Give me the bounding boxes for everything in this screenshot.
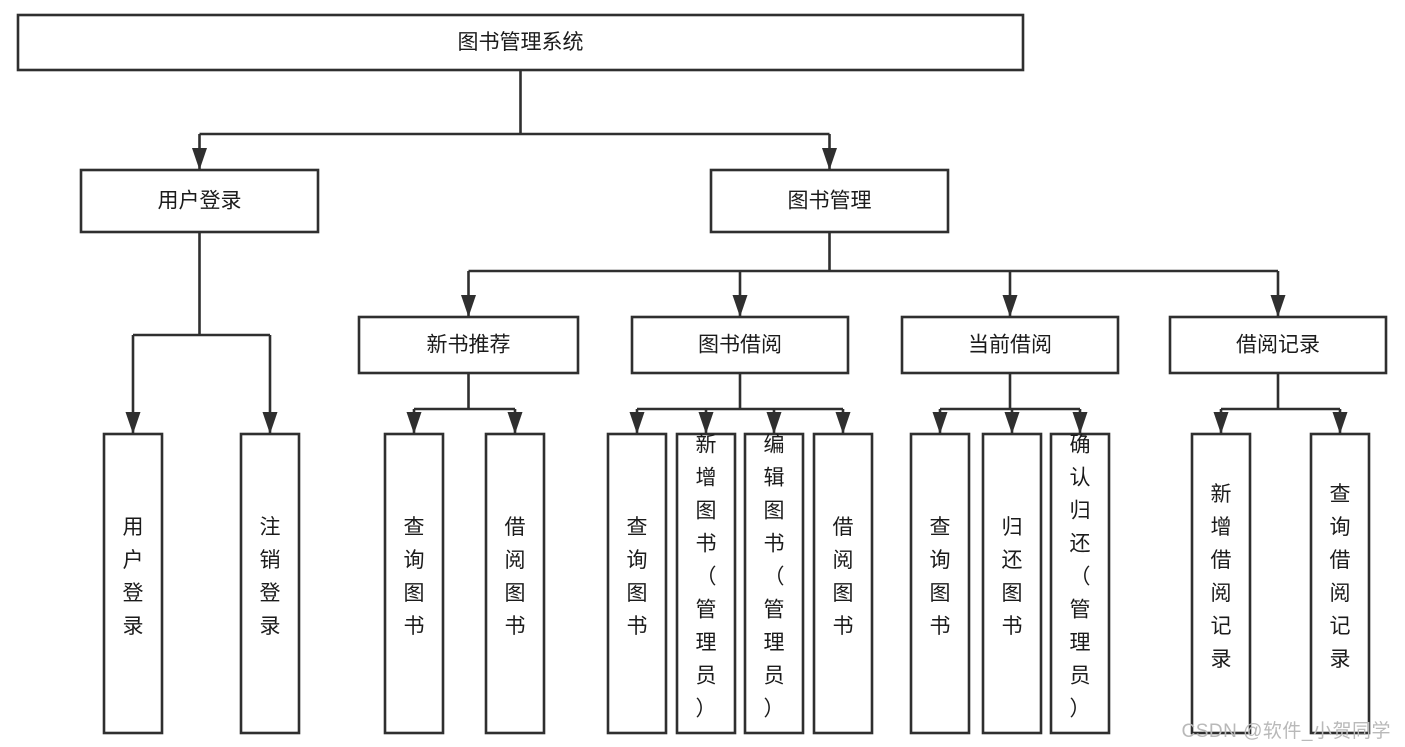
leaf-leaf-query-book-1[interactable] — [383, 432, 445, 735]
node-current-borrow[interactable]: 当前借阅 — [900, 315, 1120, 375]
arrow-head-icon — [192, 148, 207, 170]
leaf-leaf-query-book-3-label: 查询图书 — [930, 516, 951, 638]
arrow-head-icon — [1332, 412, 1348, 434]
node-current-borrow-rect — [900, 315, 1120, 375]
node-book-borrow-label: 图书借阅 — [698, 334, 782, 357]
arrow-head-icon — [1072, 412, 1088, 434]
node-book-manage-label: 图书管理 — [788, 190, 872, 213]
leaf-leaf-borrow-book-2[interactable] — [812, 432, 874, 735]
arrow-head-icon — [932, 412, 948, 434]
node-new-book-recommend-label: 新书推荐 — [427, 334, 511, 357]
arrow-head-icon — [822, 148, 837, 170]
node-borrow-record-label: 借阅记录 — [1236, 334, 1320, 357]
leaf-leaf-query-book-2-label: 查询图书 — [627, 516, 648, 638]
arrow-head-icon — [1002, 295, 1018, 317]
leaf-leaf-query-book-1-label: 查询图书 — [404, 516, 425, 638]
leaf-leaf-add-book[interactable] — [675, 432, 737, 735]
leaf-leaf-borrow-book-1-label: 借阅图书 — [505, 516, 526, 638]
watermark-text: CSDN @软件_小贺同学 — [1181, 721, 1391, 742]
arrow-head-icon — [732, 295, 748, 317]
node-book-manage[interactable]: 图书管理 — [709, 168, 950, 234]
leaf-leaf-query-book-3-rect — [909, 432, 971, 735]
arrow-head-icon — [629, 412, 645, 434]
leaf-leaf-borrow-book-1-rect — [484, 432, 546, 735]
leaf-leaf-borrow-book-2-rect — [812, 432, 874, 735]
leaf-leaf-user-logout-label: 注销登录 — [260, 516, 281, 638]
arrow-head-icon — [262, 412, 278, 434]
node-user-login-label: 用户登录 — [158, 190, 242, 213]
node-new-book-recommend[interactable]: 新书推荐 — [357, 315, 580, 375]
leaf-leaf-user-login[interactable] — [102, 432, 164, 735]
arrow-head-icon — [835, 412, 851, 434]
leaf-leaf-confirm-return[interactable] — [1049, 432, 1111, 735]
node-user-login[interactable]: 用户登录 — [79, 168, 320, 234]
arrow-head-icon — [698, 412, 714, 434]
leaf-leaf-user-login-label: 用户登录 — [123, 516, 144, 638]
node-borrow-record-rect — [1168, 315, 1388, 375]
leaf-leaf-edit-book-rect — [743, 432, 805, 735]
leaf-leaf-add-record[interactable] — [1190, 432, 1252, 735]
arrow-head-icon — [1004, 412, 1020, 434]
arrow-head-icon — [125, 412, 141, 434]
node-borrow-record[interactable]: 借阅记录 — [1168, 315, 1388, 375]
leaf-leaf-borrow-book-1[interactable] — [484, 432, 546, 735]
leaf-leaf-return-book-label: 归还图书 — [1002, 516, 1023, 638]
leaf-leaf-query-record[interactable] — [1309, 432, 1371, 735]
leaf-leaf-return-book[interactable] — [981, 432, 1043, 735]
leaf-leaf-confirm-return-rect — [1049, 432, 1111, 735]
leaf-leaf-query-record-label: 查询借阅记录 — [1330, 483, 1351, 671]
leaf-leaf-user-logout-rect — [239, 432, 301, 735]
node-book-borrow[interactable]: 图书借阅 — [630, 315, 850, 375]
leaf-leaf-add-record-label: 新增借阅记录 — [1211, 483, 1232, 671]
leaf-leaf-add-book-rect — [675, 432, 737, 735]
leaf-leaf-user-logout[interactable] — [239, 432, 301, 735]
leaf-leaf-query-book-2-rect — [606, 432, 668, 735]
leaf-leaf-user-login-rect — [102, 432, 164, 735]
leaf-leaf-edit-book-label: 编辑图书（管理员） — [764, 434, 785, 721]
leaf-leaf-add-book-label: 新增图书（管理员） — [696, 434, 717, 721]
leaf-leaf-add-record-rect — [1190, 432, 1252, 735]
arrow-head-icon — [507, 412, 523, 434]
leaf-leaf-edit-book[interactable] — [743, 432, 805, 735]
arrow-head-icon — [1213, 412, 1229, 434]
leaf-leaf-return-book-rect — [981, 432, 1043, 735]
node-new-book-recommend-rect — [357, 315, 580, 375]
leaf-leaf-confirm-return-label: 确认归还（管理员） — [1070, 434, 1091, 721]
leaf-leaf-query-book-1-rect — [383, 432, 445, 735]
node-root[interactable]: 图书管理系统 — [16, 13, 1025, 72]
arrow-head-icon — [461, 295, 476, 317]
arrow-head-icon — [406, 412, 422, 434]
node-root-label: 图书管理系统 — [458, 31, 584, 54]
arrow-head-icon — [766, 412, 782, 434]
node-book-manage-rect — [709, 168, 950, 234]
arrow-head-icon — [1270, 295, 1286, 317]
node-root-rect — [16, 13, 1025, 72]
leaf-leaf-query-record-rect — [1309, 432, 1371, 735]
leaf-leaf-query-book-2[interactable] — [606, 432, 668, 735]
leaf-leaf-borrow-book-2-label: 借阅图书 — [833, 516, 854, 638]
node-current-borrow-label: 当前借阅 — [968, 334, 1052, 357]
leaf-leaf-query-book-3[interactable] — [909, 432, 971, 735]
